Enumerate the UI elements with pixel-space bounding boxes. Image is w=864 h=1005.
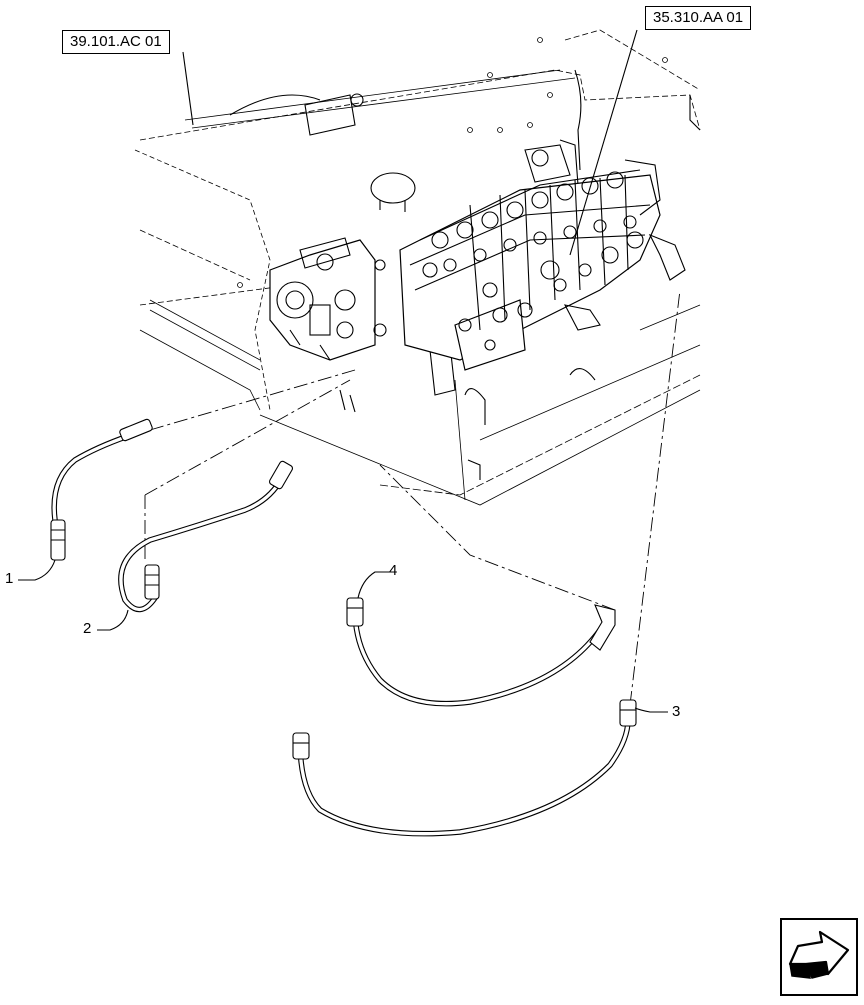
callout-leaders	[18, 559, 668, 713]
callout-item-1: 1	[5, 570, 14, 587]
hose-4	[346, 597, 616, 707]
reference-box-left[interactable]: 39.101.AC 01	[62, 30, 170, 54]
next-page-arrow-icon[interactable]	[780, 918, 858, 996]
callout-item-3: 3	[672, 703, 681, 720]
arrow-icon	[788, 930, 850, 979]
callout-item-4: 4	[389, 562, 398, 579]
hose-3	[292, 699, 637, 837]
connection-lines	[144, 289, 681, 706]
reference-box-right[interactable]: 35.310.AA 01	[645, 6, 752, 30]
reference-leaders	[182, 29, 638, 256]
callout-item-2: 2	[83, 620, 92, 637]
main-control-valve	[374, 144, 686, 371]
hose-2	[118, 460, 294, 613]
pilot-valve-assembly	[269, 237, 387, 361]
hose-1	[50, 418, 153, 561]
